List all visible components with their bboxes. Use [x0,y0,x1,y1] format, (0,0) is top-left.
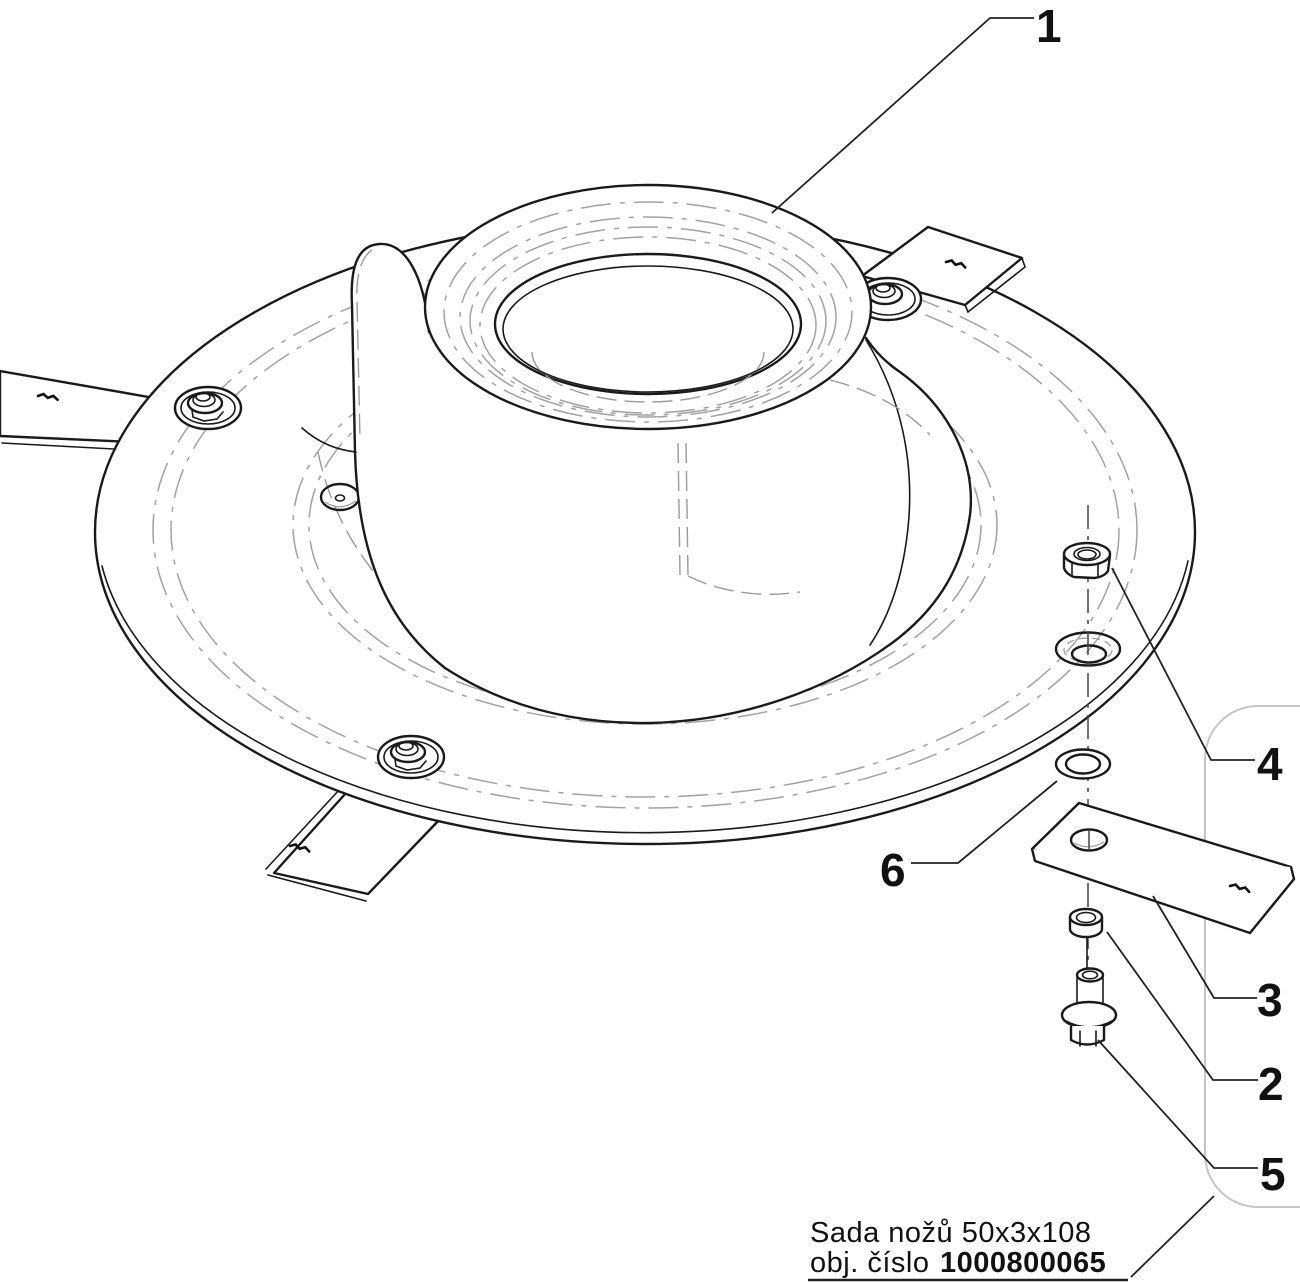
hub-center-hole [493,252,803,396]
callout-3: 3 [1257,974,1283,1026]
caption-order-number: 1000800065 [940,1247,1106,1279]
hub-body-outline [350,242,972,725]
leader-lines [771,17,1258,1278]
caption-line2-label: obj. číslo [810,1247,929,1279]
blade-brand-mark [288,843,311,853]
leader-4 [1111,567,1255,761]
hub-face-centerlines [443,201,853,423]
kit-grouping-capsule [1204,705,1300,1208]
callout-2: 2 [1258,1058,1284,1110]
bolt-flange [1060,1000,1118,1030]
blade-brand-mark [944,259,967,269]
hex-nut [1062,541,1112,580]
callout-6: 6 [880,844,906,896]
callout-4: 4 [1257,738,1283,790]
disc-thickness-edge [101,560,1189,834]
leader-5 [1097,1039,1258,1169]
leader-3 [1152,895,1257,999]
leader-1 [771,17,1034,214]
blade-fastener-left [173,385,243,431]
callout-numbers: 1 4 6 3 2 5 [880,0,1286,1200]
washer [1054,748,1112,780]
leader-caption [1130,1195,1215,1278]
blade-brand-mark [1228,883,1251,894]
spacer-bushing [1068,907,1104,939]
hub [301,183,972,725]
blade-exploded [1030,801,1296,935]
caption-line1: Sada nožů 50x3x108 [810,1217,1092,1249]
callout-1: 1 [1036,0,1062,52]
flange-bolt [1060,937,1118,1047]
callout-5: 5 [1260,1148,1286,1200]
blade-fastener-bottom-left [376,734,446,780]
caption: Sada nožů 50x3x108 obj. číslo 1000800065 [808,1217,1128,1282]
blade-brand-mark [36,392,59,402]
leader-6 [911,780,1058,864]
leader-2 [1106,931,1258,1081]
